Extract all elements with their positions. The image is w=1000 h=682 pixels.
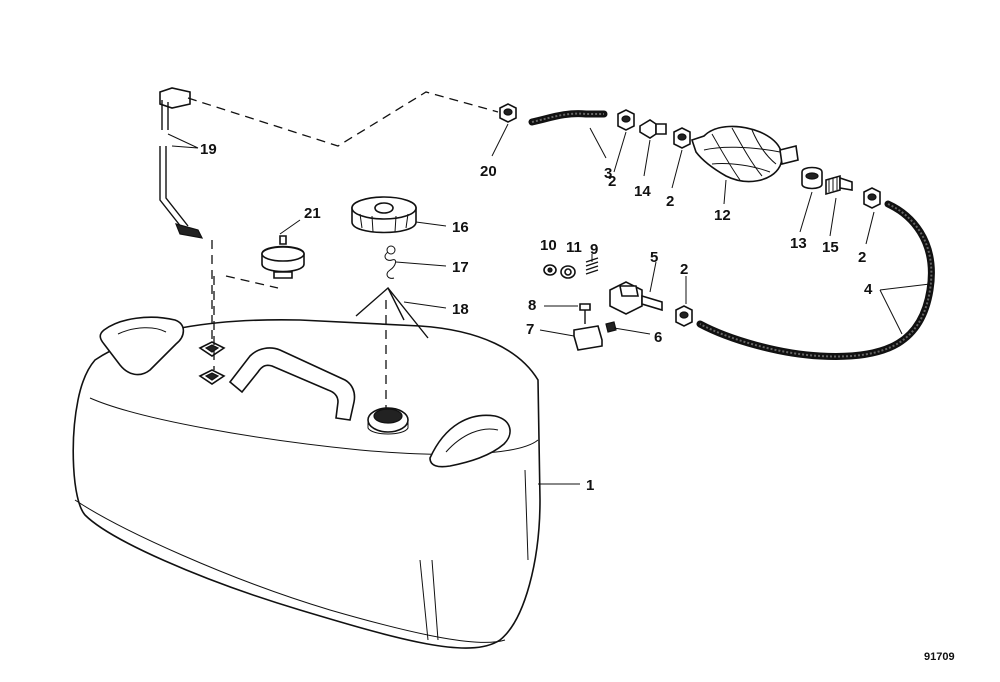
figure-number: 91709 xyxy=(924,651,955,663)
callout-2-a: 2 xyxy=(608,173,616,190)
hose-clamp-b xyxy=(673,127,691,149)
callout-20: 20 xyxy=(480,163,497,180)
adapter-fitting xyxy=(801,166,823,190)
hose-clamp-c xyxy=(863,187,881,209)
outlet-valve xyxy=(825,174,853,196)
callout-2-b: 2 xyxy=(666,193,674,210)
quick-connector xyxy=(609,281,663,315)
callout-1: 1 xyxy=(586,477,594,494)
callout-14: 14 xyxy=(634,183,651,200)
callout-8: 8 xyxy=(528,297,536,314)
cap-retainer xyxy=(355,286,429,339)
callout-6: 6 xyxy=(654,329,662,346)
fuel-hose-short xyxy=(528,110,608,126)
fuel-pickup-tube xyxy=(159,87,204,239)
o-ring-11 xyxy=(560,265,576,279)
callout-10: 10 xyxy=(540,237,557,254)
fuel-tank xyxy=(72,316,541,649)
callout-labels: 1 19 21 16 17 18 20 3 2 14 2 12 13 15 2 … xyxy=(200,141,955,663)
callout-3: 3 xyxy=(604,165,612,182)
callout-11: 11 xyxy=(566,239,582,256)
hose-clamp-a xyxy=(617,109,635,131)
callout-18: 18 xyxy=(452,301,469,318)
tank-right-grip xyxy=(429,414,511,468)
connector-nut-20 xyxy=(499,103,517,123)
filler-cap xyxy=(351,196,417,234)
callout-12: 12 xyxy=(714,207,731,224)
callout-5: 5 xyxy=(650,249,658,266)
callout-2-d: 2 xyxy=(680,261,688,278)
fuel-hose-long xyxy=(696,200,935,360)
tank-filler-neck xyxy=(367,407,409,435)
callout-7: 7 xyxy=(526,321,534,338)
callout-21: 21 xyxy=(304,205,321,222)
screw-6 xyxy=(605,321,617,333)
screw-8 xyxy=(579,303,591,324)
callout-15: 15 xyxy=(822,239,839,256)
leader-lines xyxy=(167,123,931,485)
callout-9: 9 xyxy=(590,241,598,258)
check-valve xyxy=(639,119,667,139)
callout-16: 16 xyxy=(452,219,469,236)
assembly-lines xyxy=(187,91,499,408)
primer-bulb xyxy=(690,125,799,183)
hose-clamp-d xyxy=(675,305,693,327)
tank-carry-handle xyxy=(228,347,356,421)
callout-4: 4 xyxy=(864,281,873,298)
callout-17: 17 xyxy=(452,259,469,276)
callout-13: 13 xyxy=(790,235,807,252)
retainer-plate xyxy=(573,325,603,351)
callout-19: 19 xyxy=(200,141,217,158)
washer-10 xyxy=(543,264,557,276)
callout-2-c: 2 xyxy=(858,249,866,266)
tank-left-grip xyxy=(99,316,185,376)
fuel-gauge-assembly xyxy=(261,235,305,279)
cap-chain xyxy=(384,245,397,279)
